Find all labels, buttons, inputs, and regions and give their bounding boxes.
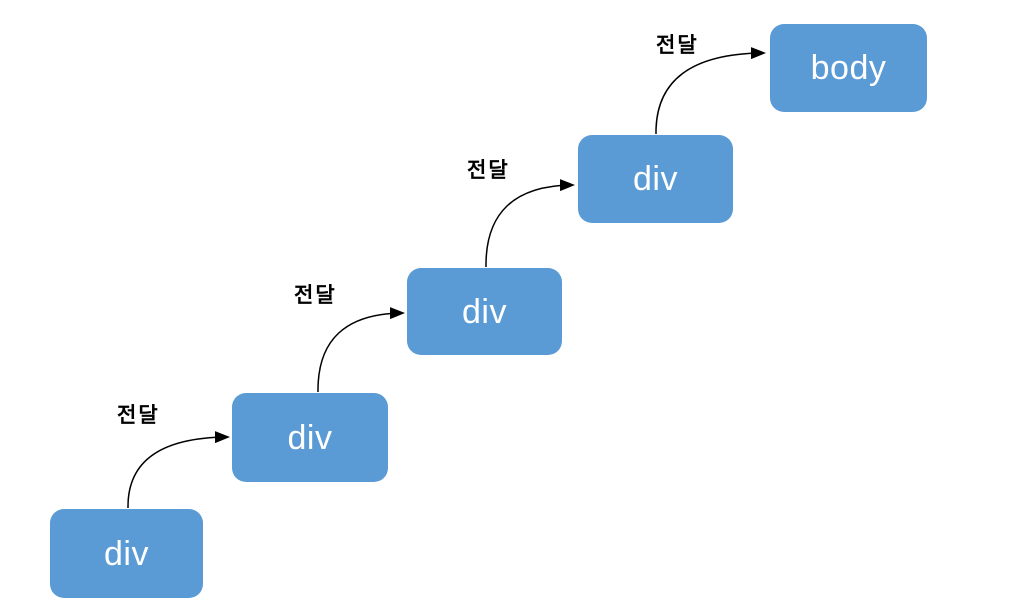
node-div-2: div: [232, 393, 388, 482]
node-label: div: [633, 160, 678, 198]
arrow-label-1: 전달: [117, 404, 160, 427]
flow-arrow-1: [127, 431, 230, 509]
node-body: body: [770, 24, 927, 112]
flow-arrow-2: [317, 307, 405, 393]
arrow-label-2: 전달: [294, 284, 337, 307]
node-label: div: [462, 292, 507, 331]
arrow-label-3: 전달: [467, 159, 510, 182]
node-div-1: div: [50, 509, 203, 598]
flow-arrow-3: [485, 179, 575, 268]
node-div-4: div: [578, 135, 733, 223]
node-label: div: [287, 418, 333, 457]
flow-arrow-4: [655, 47, 766, 135]
arrow-label-4: 전달: [656, 34, 699, 57]
node-div-3: div: [407, 268, 562, 355]
node-label: div: [104, 534, 149, 573]
node-label: body: [810, 49, 887, 87]
